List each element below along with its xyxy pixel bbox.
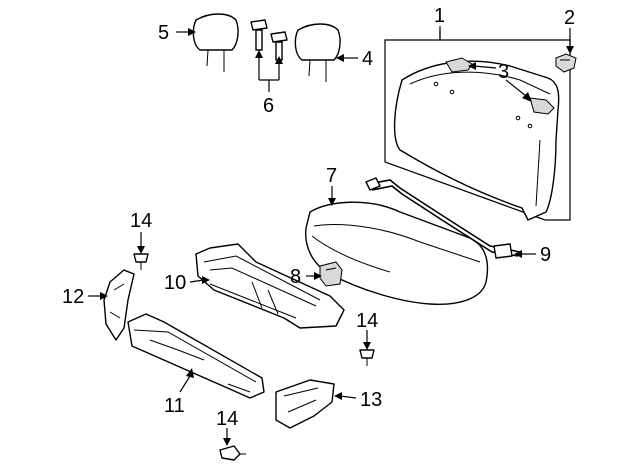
push-pin-clip-b [359, 349, 375, 366]
seat-back-panel [393, 60, 560, 221]
callout-6: 6 [263, 95, 274, 117]
callout-5: 5 [158, 22, 169, 44]
headrest-guides [250, 19, 288, 61]
seat-back-clip-lower [529, 97, 555, 115]
seat-back-assembly [384, 30, 571, 221]
callout-8: 8 [290, 266, 301, 288]
side-bracket [103, 269, 135, 341]
seat-cushion [305, 201, 489, 305]
callout-9: 9 [540, 244, 551, 266]
leader-lines [88, 26, 574, 446]
callout-4: 4 [362, 48, 373, 70]
callout-7: 7 [326, 165, 337, 187]
callout-14-a: 14 [130, 210, 152, 232]
seat-frame [195, 243, 345, 329]
callout-12: 12 [62, 286, 84, 308]
side-cover [275, 379, 335, 429]
seat-wire-rod [365, 177, 521, 259]
headrest-left [192, 13, 239, 72]
callout-13: 13 [360, 389, 382, 411]
seat-hook [319, 261, 343, 287]
callout-11: 11 [164, 395, 185, 417]
callout-labels: 1 2 3 4 5 6 7 8 9 10 11 12 13 14 14 14 [62, 5, 575, 430]
callout-10: 10 [164, 272, 186, 294]
callout-14-c: 14 [216, 408, 238, 430]
side-panel-long [127, 313, 265, 399]
push-pin-clip-a [133, 253, 149, 270]
clip-part [555, 53, 577, 73]
callout-1: 1 [434, 5, 445, 27]
headrest-right [294, 23, 341, 82]
callout-14-b: 14 [356, 310, 378, 332]
push-pin-clip-c [219, 445, 246, 461]
callout-3: 3 [498, 61, 509, 83]
callout-2: 2 [564, 7, 575, 29]
